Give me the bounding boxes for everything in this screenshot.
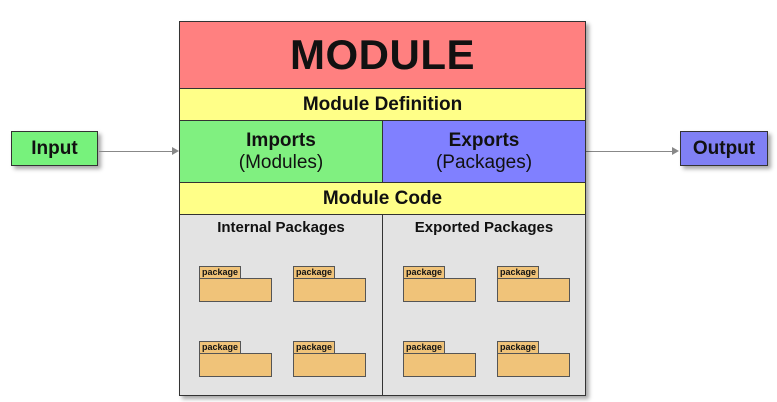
exported-packages-heading: Exported Packages [414, 219, 554, 236]
module-code-label: Module Code [322, 187, 443, 209]
module-code-band: Module Code [179, 182, 586, 215]
exports-title: Exports [448, 129, 520, 151]
internal-packages-column: Internal Packages package package packag… [180, 215, 382, 395]
output-box: Output [680, 131, 768, 166]
internal-packages-heading: Internal Packages [217, 219, 345, 236]
module-title-band: MODULE [179, 21, 586, 89]
package-icon: package [293, 341, 366, 377]
package-icon: package [403, 266, 476, 302]
input-arrow-line [99, 151, 172, 152]
output-label: Output [692, 137, 756, 159]
imports-title: Imports [246, 129, 316, 151]
imports-subtitle: (Modules) [238, 151, 324, 173]
input-arrow-head [172, 147, 179, 155]
exported-packages-column: Exported Packages package package packag… [382, 215, 585, 395]
input-label: Input [31, 137, 78, 159]
exports-subtitle: (Packages) [435, 151, 533, 173]
module-definition-band: Module Definition [179, 88, 586, 121]
package-icon: package [199, 266, 272, 302]
imports-box: Imports (Modules) [179, 120, 383, 183]
output-arrow-head [672, 147, 679, 155]
exports-box: Exports (Packages) [382, 120, 586, 183]
package-icon: package [497, 341, 570, 377]
package-icon: package [497, 266, 570, 302]
module-title: MODULE [290, 31, 475, 78]
module-definition-label: Module Definition [302, 93, 463, 115]
module-container: MODULE Module Definition Imports (Module… [179, 21, 586, 396]
package-icon: package [403, 341, 476, 377]
package-icon: package [293, 266, 366, 302]
package-area: Internal Packages package package packag… [179, 214, 586, 396]
package-icon: package [199, 341, 272, 377]
output-arrow-line [586, 151, 672, 152]
input-box: Input [11, 131, 98, 166]
